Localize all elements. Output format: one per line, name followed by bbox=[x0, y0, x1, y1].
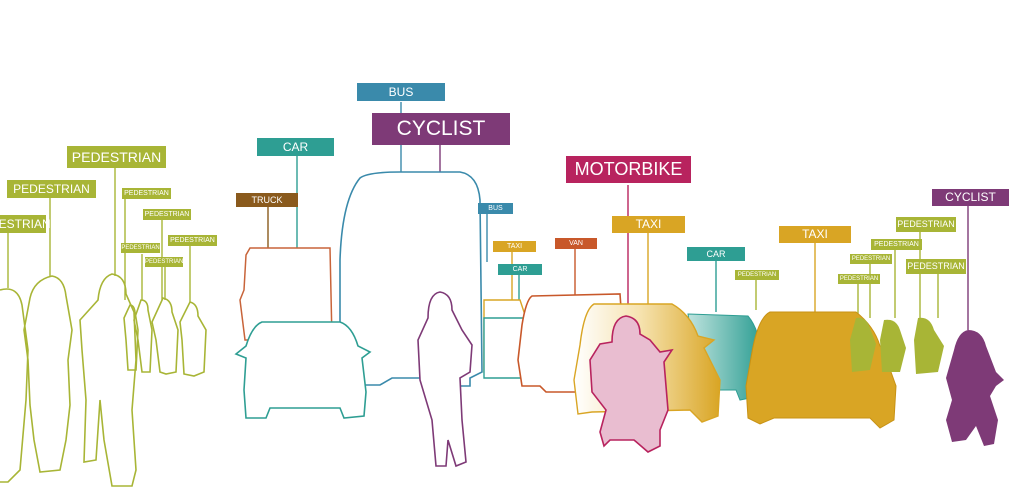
left-pedestrians bbox=[0, 273, 207, 487]
label-pedestrian-small-2: PEDESTRIAN bbox=[143, 209, 191, 220]
label-pedestrian-right-3: PEDESTRIAN bbox=[871, 239, 922, 250]
label-pedestrian-right-4: PEDESTRIAN bbox=[896, 217, 956, 232]
label-bus-small: BUS bbox=[478, 203, 513, 214]
label-cyclist-main: CYCLIST bbox=[372, 113, 510, 145]
motorbike-shape bbox=[589, 315, 674, 453]
label-pedestrian-small-1: PEDESTRIAN bbox=[122, 188, 171, 199]
label-taxi-right: TAXI bbox=[779, 226, 851, 243]
label-pedestrian-small-4: PEDESTRIAN bbox=[121, 243, 160, 253]
label-motorbike: MOTORBIKE bbox=[566, 156, 691, 183]
label-pedestrian-left-3: PEDESTRIAN bbox=[67, 146, 166, 168]
label-pedestrian-left-1: PEDESTRIAN bbox=[0, 215, 51, 233]
label-truck: TRUCK bbox=[236, 193, 298, 207]
label-van: VAN bbox=[555, 238, 597, 249]
label-car-main: CAR bbox=[257, 138, 334, 156]
cyclist-right-shape bbox=[946, 330, 1004, 446]
label-pedestrian-right-2: PEDESTRIAN bbox=[850, 254, 892, 264]
label-pedestrian-left-2: PEDESTRIAN bbox=[7, 180, 96, 198]
label-connectors bbox=[7, 102, 969, 330]
cyclist-center-outline bbox=[417, 291, 473, 468]
label-pedestrian-small-5: PEDESTRIAN bbox=[145, 257, 184, 267]
taxi-right-shape bbox=[745, 311, 897, 429]
label-pedestrian-right-5: PEDESTRIAN bbox=[906, 259, 966, 274]
label-bus-main: BUS bbox=[357, 83, 445, 101]
label-pedestrian-right-small: PEDESTRIAN bbox=[735, 270, 779, 280]
label-car-small: CAR bbox=[498, 264, 542, 275]
car-outline bbox=[234, 321, 372, 419]
label-taxi-mid: TAXI bbox=[612, 216, 685, 233]
truck-outline bbox=[239, 247, 333, 341]
label-taxi-small: TAXI bbox=[493, 241, 536, 252]
label-car-right: CAR bbox=[687, 247, 745, 261]
right-pedestrians bbox=[850, 317, 944, 374]
label-pedestrian-small-3: PEDESTRIAN bbox=[168, 235, 217, 246]
label-pedestrian-right-1: PEDESTRIAN bbox=[838, 274, 880, 284]
label-cyclist-right: CYCLIST bbox=[932, 189, 1009, 206]
